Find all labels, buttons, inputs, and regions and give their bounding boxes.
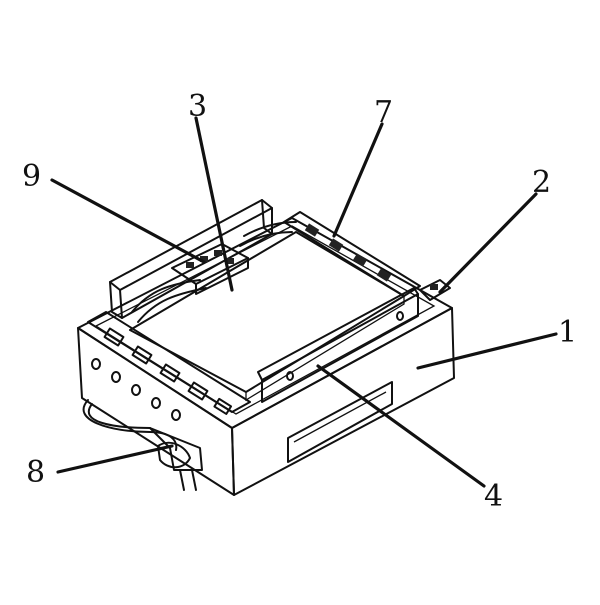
corner-bracket — [419, 279, 451, 301]
callout-label-4: 4 — [484, 479, 503, 514]
callout-label-1: 1 — [558, 315, 577, 350]
leader-9 — [50, 178, 206, 264]
callout-label-7: 7 — [374, 95, 393, 130]
clamp-block — [171, 243, 249, 295]
callout-label-8: 8 — [26, 455, 45, 490]
front-connector-row — [87, 311, 251, 415]
front-holes — [91, 358, 181, 421]
leader-4 — [316, 364, 486, 488]
leader-1 — [416, 332, 558, 370]
leader-7 — [332, 122, 384, 238]
leader-2 — [438, 192, 538, 294]
leader-3 — [194, 116, 234, 292]
callout-label-9: 9 — [22, 159, 41, 194]
leader-8 — [56, 444, 174, 474]
power-cord-plug — [82, 399, 203, 491]
front-bar — [257, 287, 419, 403]
callout-labels: 1 2 3 4 7 8 9 — [22, 89, 577, 514]
callout-label-2: 2 — [532, 165, 551, 200]
leader-lines — [50, 116, 558, 488]
tray-pad — [129, 231, 405, 402]
callout-label-3: 3 — [188, 89, 207, 124]
